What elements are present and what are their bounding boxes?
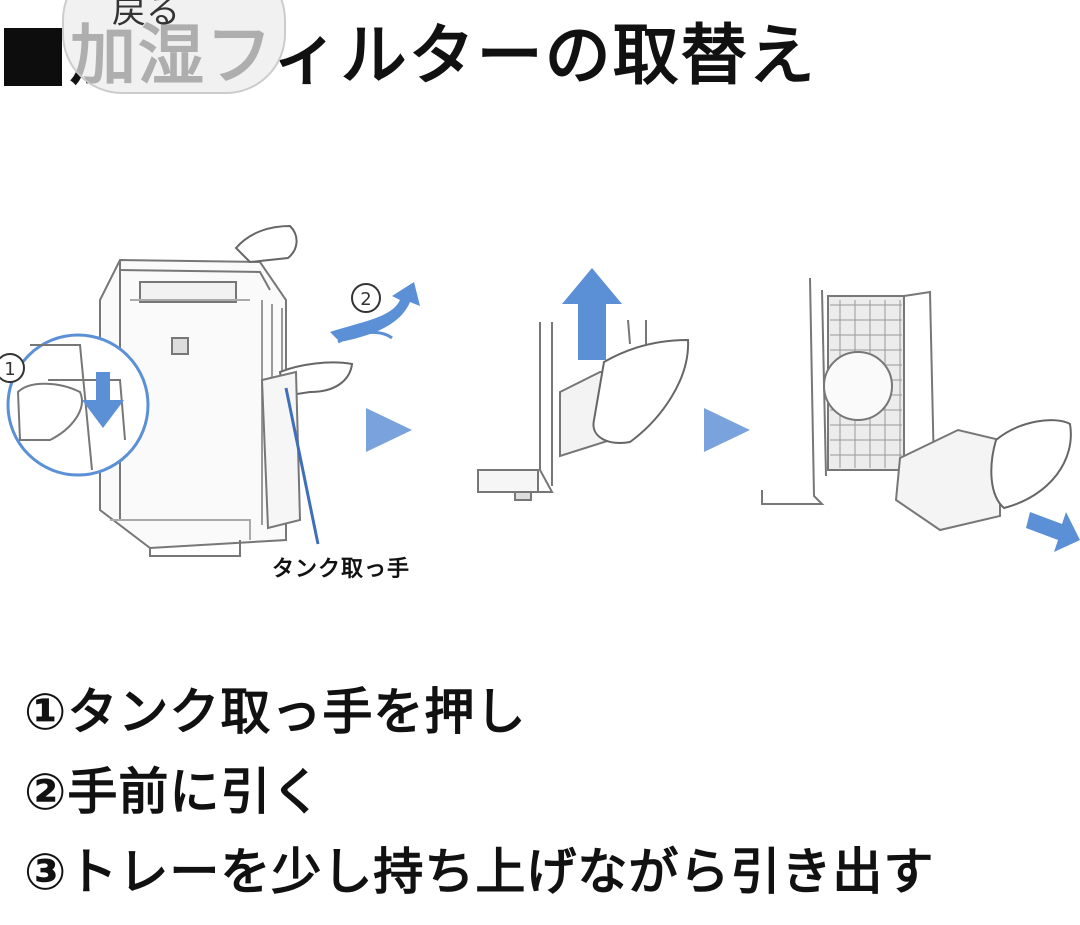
hand-panel-3 bbox=[990, 419, 1072, 510]
next-arrow-2 bbox=[704, 408, 750, 452]
lift-up-arrow bbox=[562, 268, 622, 360]
illustration: 1 2 bbox=[0, 224, 1080, 557]
title-bullet-square bbox=[4, 28, 62, 86]
tray bbox=[894, 428, 1001, 532]
step-2: ②手前に引く bbox=[24, 763, 323, 821]
marker-2 bbox=[351, 283, 381, 313]
pull-arrow-2 bbox=[330, 282, 420, 342]
hand-top bbox=[234, 224, 298, 264]
marker-1-text: 1 bbox=[4, 359, 15, 380]
hand-side bbox=[278, 361, 354, 398]
panel-1-humidifier bbox=[99, 258, 287, 557]
back-button-label[interactable]: 戻る bbox=[112, 0, 180, 32]
tank-handle-caption: タンク取っ手 bbox=[272, 557, 411, 582]
callout-line bbox=[284, 387, 320, 545]
back-button[interactable] bbox=[62, 0, 286, 94]
step-3: ③トレーを少し持ち上げながら引き出す bbox=[24, 843, 935, 901]
hand-panel-2 bbox=[592, 338, 690, 444]
step-1: ①タンク取っ手を押し bbox=[24, 683, 527, 741]
next-arrow-1 bbox=[366, 408, 412, 452]
marker-2-text: 2 bbox=[360, 289, 371, 310]
zoom-down-arrow bbox=[82, 372, 124, 428]
pull-out-arrow bbox=[1026, 512, 1080, 552]
step-list: ①タンク取っ手を押し ②手前に引く ③トレーを少し持ち上げながら引き出す bbox=[24, 672, 934, 912]
filter-wheel bbox=[823, 351, 893, 421]
marker-1 bbox=[0, 353, 25, 383]
